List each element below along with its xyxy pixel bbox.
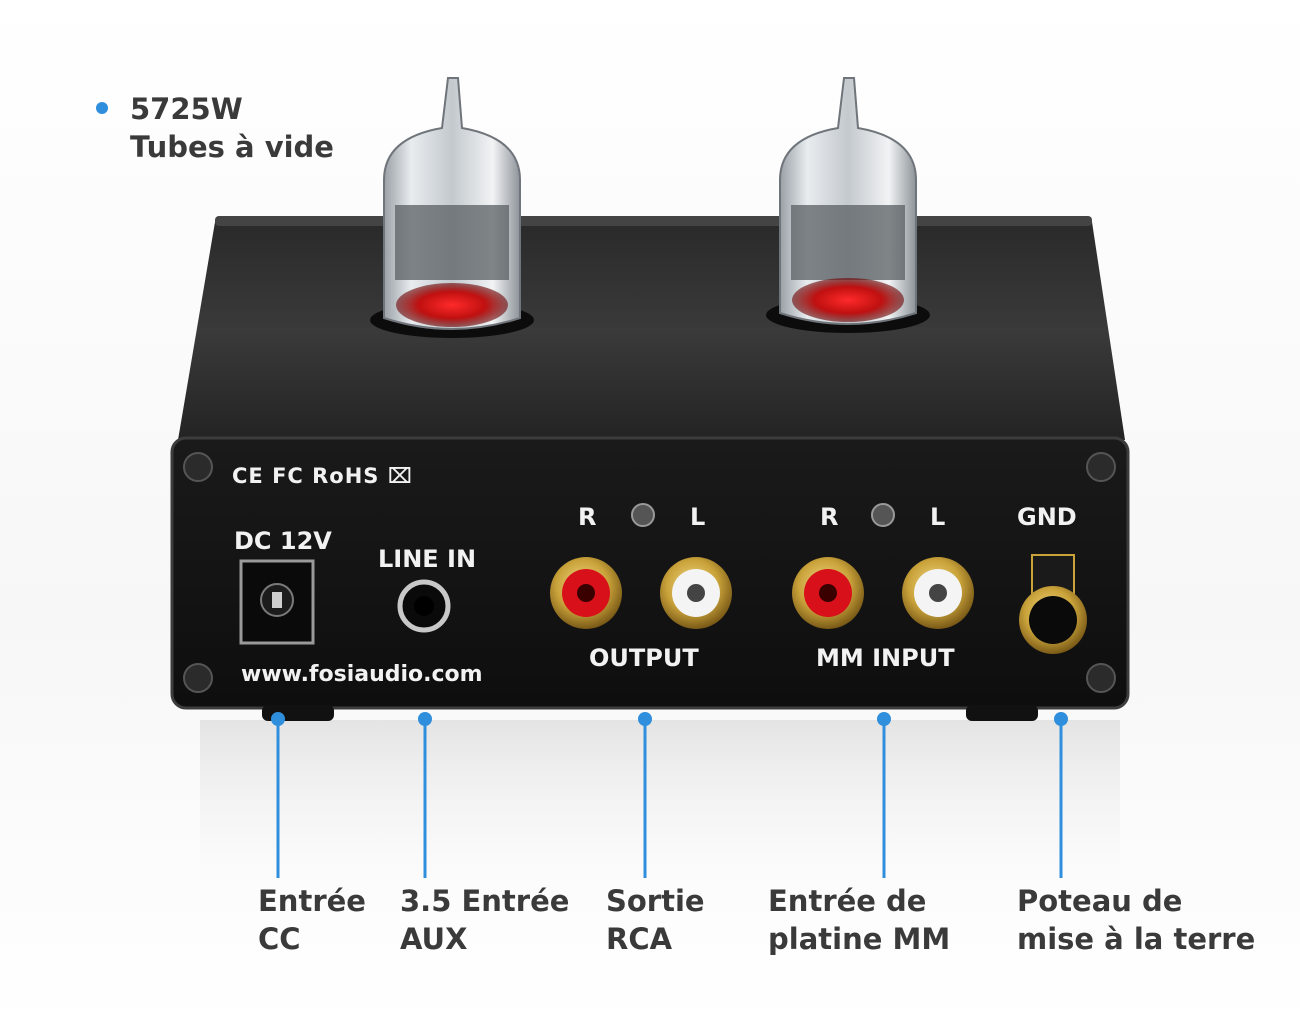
callout-lines (276, 719, 1063, 878)
certification-marks: CE FC RoHS ⌧ (232, 464, 413, 488)
mm-l-label: L (930, 503, 946, 531)
mm-input-label: MM INPUT (816, 644, 955, 672)
ground-post-icon (1019, 554, 1087, 654)
tube-type: Tubes à vide (130, 130, 334, 164)
callout-dc-input: Entrée CC (258, 882, 366, 958)
callout-line2: AUX (400, 922, 468, 956)
callout-rca-output: Sortie RCA (606, 882, 705, 958)
website-label: www.fosiaudio.com (241, 662, 483, 687)
callout-line2: mise à la terre (1017, 922, 1256, 956)
callout-line1: Poteau de (1017, 884, 1183, 918)
rca-jack-icon (550, 557, 622, 629)
device-top (178, 222, 1125, 440)
callout-line1: Entrée de (768, 884, 927, 918)
callout-dots (271, 712, 1068, 726)
callout-line2: RCA (606, 922, 673, 956)
mm-r-label: R (820, 503, 839, 531)
output-r-label: R (578, 503, 597, 531)
callout-line1: Sortie (606, 884, 705, 918)
callout-mm-input: Entrée de platine MM (768, 882, 950, 958)
vacuum-tube-icon (766, 77, 930, 333)
vacuum-tube-icon (370, 77, 534, 338)
callout-line2: platine MM (768, 922, 951, 956)
callout-line1: 3.5 Entrée (400, 884, 570, 918)
output-label: OUTPUT (589, 644, 699, 672)
dc-jack-icon (239, 559, 315, 645)
rca-jack-icon (902, 557, 974, 629)
bullet-dot-icon (96, 102, 108, 114)
tube-model: 5725W (130, 92, 243, 126)
callout-line2: CC (258, 922, 301, 956)
output-l-label: L (690, 503, 706, 531)
gnd-label: GND (1017, 503, 1077, 531)
callout-ground-post: Poteau de mise à la terre (1017, 882, 1255, 958)
callout-line1: Entrée (258, 884, 366, 918)
floor-reflection (200, 720, 1120, 920)
callout-aux-input: 3.5 Entrée AUX (400, 882, 569, 958)
dc-label: DC 12V (234, 527, 332, 555)
foot-right (966, 705, 1038, 721)
top-edge (215, 216, 1092, 226)
rca-jack-icon (660, 557, 732, 629)
screw-icon (631, 503, 655, 527)
screw-icon (183, 452, 1116, 693)
screw-icon (871, 503, 895, 527)
aux-jack-icon (397, 579, 451, 633)
line-in-label: LINE IN (378, 545, 477, 573)
rca-jack-icon (792, 557, 864, 629)
